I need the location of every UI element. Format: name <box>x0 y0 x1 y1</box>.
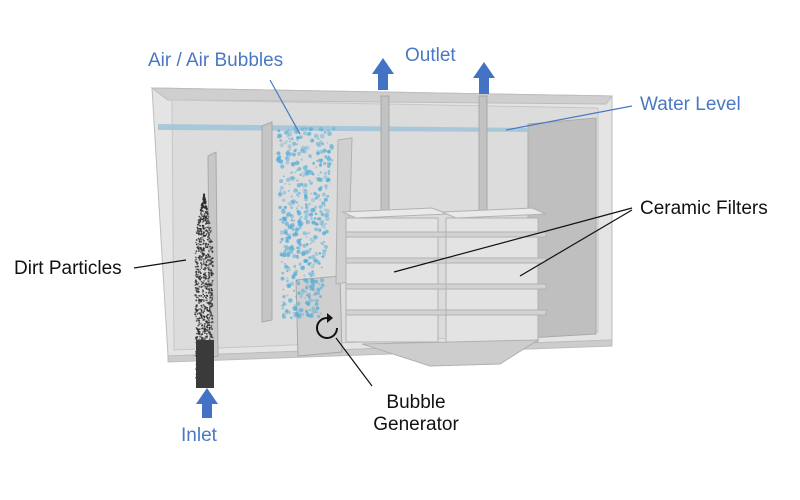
outlet-pipe-left <box>380 95 390 215</box>
leader-dirt-particles <box>133 259 187 269</box>
inlet-arrow <box>196 388 218 418</box>
leader-bubble-generator <box>335 337 373 387</box>
air-bubble-cloud <box>276 126 336 320</box>
outlet-pipe-right <box>478 95 488 215</box>
leader-air-bubbles <box>269 79 301 135</box>
bubble-generator-label-line1: Bubble <box>386 392 446 413</box>
bubble-generator-label-line2: Generator <box>373 414 459 435</box>
dirt-particles-label: Dirt Particles <box>14 258 122 279</box>
leader-water-level <box>505 105 633 131</box>
leader-filter-left <box>393 207 633 273</box>
rotation-icon <box>316 313 338 339</box>
ceramic-filters-label: Ceramic Filters <box>640 198 768 219</box>
bubble-generator-label: Bubble Generator <box>356 392 476 436</box>
center-baffle <box>261 121 273 323</box>
inlet-pipe <box>196 340 214 388</box>
outlet-arrow-left <box>372 58 394 90</box>
outlet-arrow-right <box>473 62 495 94</box>
water-level-label: Water Level <box>640 94 741 115</box>
leader-filter-right <box>519 209 633 277</box>
ceramic-filter-right <box>441 207 547 343</box>
outlet-label: Outlet <box>405 45 456 66</box>
inlet-label: Inlet <box>181 425 217 446</box>
filter-hopper <box>361 339 540 367</box>
water-surface <box>158 124 530 132</box>
air-bubbles-label: Air / Air Bubbles <box>148 50 284 71</box>
ceramic-filter-left <box>341 207 449 343</box>
